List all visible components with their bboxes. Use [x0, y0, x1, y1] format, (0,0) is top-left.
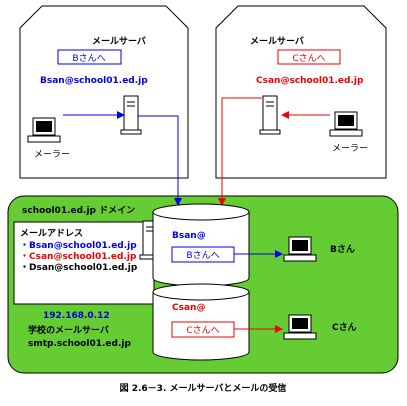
server-name: 学校のメールサーバ: [28, 324, 109, 336]
right-server-address: Csan@school01.ed.jp: [256, 76, 364, 86]
pc-icon: [329, 111, 363, 137]
domain-title: school01.ed.jp ドメイン: [22, 205, 135, 216]
pc-icon: [27, 117, 61, 143]
server-ip: 192.168.0.12: [43, 311, 110, 321]
right-mailbox-label: Cさんへ: [292, 53, 325, 64]
server-tower-icon: [259, 95, 281, 135]
mailbox-storage-top: [152, 203, 250, 287]
address-list-title: メールアドレス: [20, 228, 83, 239]
left-server-address: Bsan@school01.ed.jp: [40, 76, 148, 86]
right-server-title: メールサーバ: [250, 36, 304, 47]
red-relay-arrow: [218, 97, 262, 206]
server-tower-icon: [120, 95, 142, 135]
storage-c-mailbox-label: Cさんへ: [186, 325, 219, 336]
left-mailer-label: メーラー: [34, 149, 70, 160]
pc-icon: [283, 314, 317, 340]
storage-b-label: Bsan@: [172, 231, 206, 241]
right-mail-server: メールサーバ Cさんへ Csan@school01.ed.jp メーラー: [215, 5, 387, 179]
figure-caption: 図 2.6－3. メールサーバとメールの受信: [120, 382, 287, 394]
user-b-label: Bさん: [330, 244, 355, 255]
address-panel: メールアドレス ・Bsan@school01.ed.jp ・Csan@schoo…: [13, 221, 155, 305]
server-host: smtp.school01.ed.jp: [28, 339, 131, 349]
address-list-item: ・Csan@school01.ed.jp: [20, 252, 137, 262]
user-c-label: Cさん: [332, 322, 357, 333]
left-mail-server: メールサーバ Bさんへ Bsan@school01.ed.jp メーラー: [19, 5, 189, 179]
storage-b-mailbox-label: Bさんへ: [186, 250, 219, 261]
right-mailer-label: メーラー: [332, 143, 368, 154]
address-list-item: ・Bsan@school01.ed.jp: [20, 241, 137, 251]
address-list-item: ・Dsan@school01.ed.jp: [20, 263, 138, 273]
storage-c-label: Csan@: [172, 303, 205, 313]
pc-icon: [283, 236, 317, 262]
left-server-title: メールサーバ: [92, 36, 146, 47]
left-mailbox-label: Bさんへ: [72, 53, 105, 64]
blue-relay-arrow: [138, 115, 182, 206]
